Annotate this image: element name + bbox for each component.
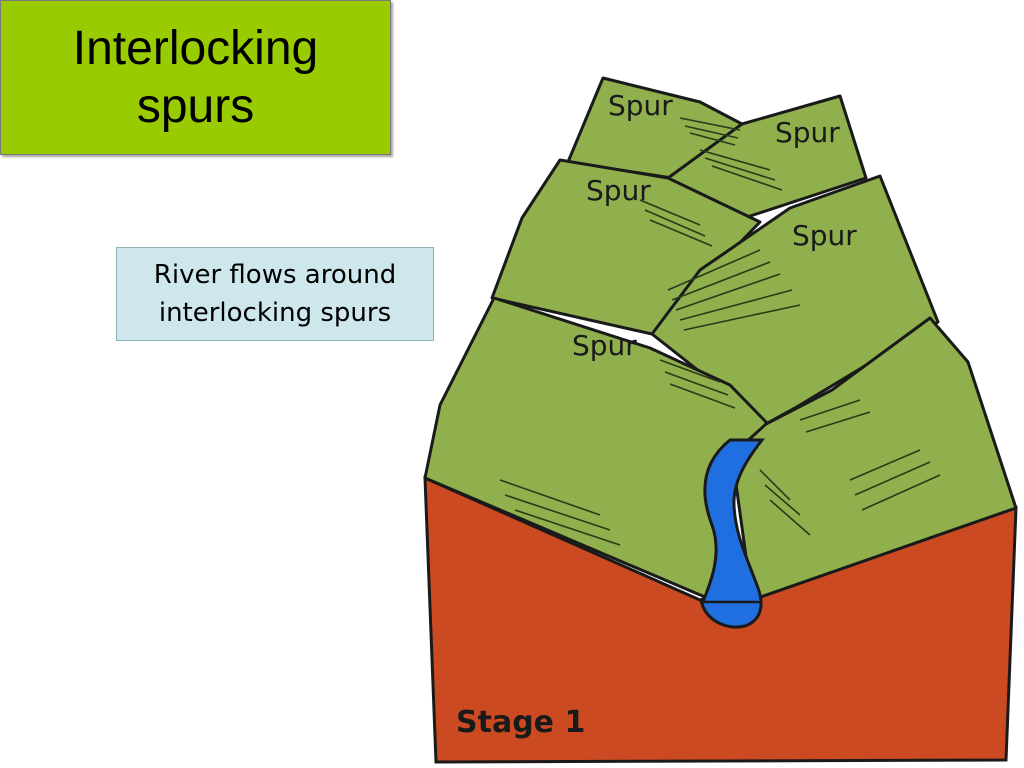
caption-box: River flows around interlocking spurs [116,247,434,341]
title-box: Interlocking spurs [0,0,391,155]
spur-label-2: Spur [775,116,840,149]
spur-label-4: Spur [792,219,857,252]
spur-label-5: Spur [572,329,637,362]
slope-hachures [499,117,941,546]
spur-label-3: Spur [586,174,651,207]
river [700,438,766,629]
spur-label-1: Spur [608,89,673,122]
slide-title: Interlocking spurs [72,21,319,133]
caption-text: River flows around interlocking spurs [153,260,397,328]
stage-label: Stage 1 [456,705,585,740]
